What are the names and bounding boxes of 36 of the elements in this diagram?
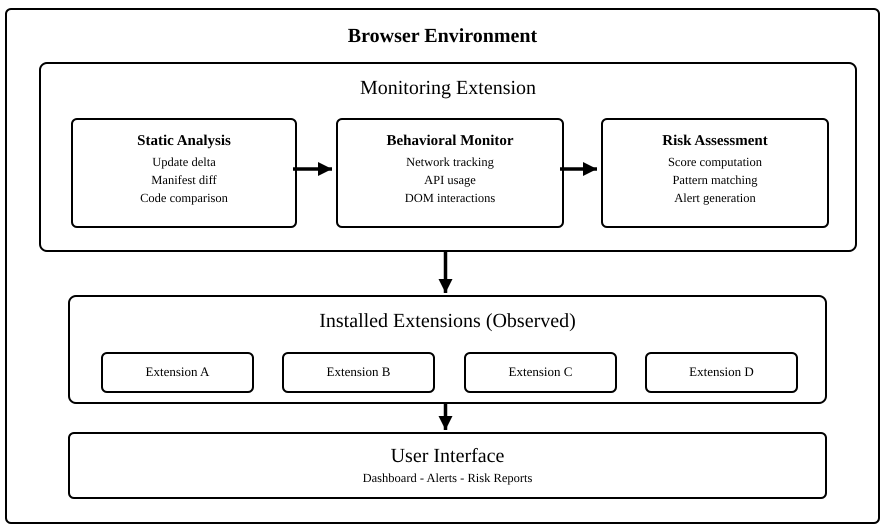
box-title: Risk Assessment	[662, 132, 768, 151]
box-title: Extension D	[689, 364, 754, 381]
box-title: Installed Extensions (Observed)	[319, 309, 576, 334]
process-box	[645, 352, 798, 393]
box-text: Pattern matching	[672, 172, 758, 189]
process-box	[39, 62, 857, 252]
box-text: Code comparison	[140, 190, 228, 207]
box-text: Network tracking	[406, 154, 494, 171]
arrow	[438, 402, 452, 430]
box-title: User Interface	[390, 444, 504, 469]
box-text: Manifest diff	[151, 172, 217, 189]
box-text: Update delta	[152, 154, 216, 171]
box-title: Browser Environment	[348, 26, 538, 46]
process-box	[464, 352, 617, 393]
process-box	[601, 118, 829, 228]
process-box	[336, 118, 564, 228]
process-box	[101, 352, 254, 393]
box-title: Behavioral Monitor	[386, 132, 514, 151]
box-text: Dashboard - Alerts - Risk Reports	[362, 470, 532, 487]
box-title: Monitoring Extension	[360, 76, 536, 101]
arrow	[560, 162, 597, 176]
arrow	[293, 162, 332, 176]
process-box	[282, 352, 435, 393]
box-title: Static Analysis	[137, 132, 231, 151]
box-text: Score computation	[668, 154, 762, 171]
process-box	[68, 432, 827, 499]
process-box	[71, 118, 297, 228]
box-title: Extension A	[146, 364, 210, 381]
box-text: DOM interactions	[404, 190, 496, 207]
box-title: Extension B	[326, 364, 390, 381]
process-box	[5, 8, 880, 524]
box-text: Alert generation	[674, 190, 756, 207]
arrow	[438, 250, 452, 293]
box-text: API usage	[424, 172, 476, 189]
box-title: Extension C	[508, 364, 572, 381]
process-box	[68, 295, 827, 404]
